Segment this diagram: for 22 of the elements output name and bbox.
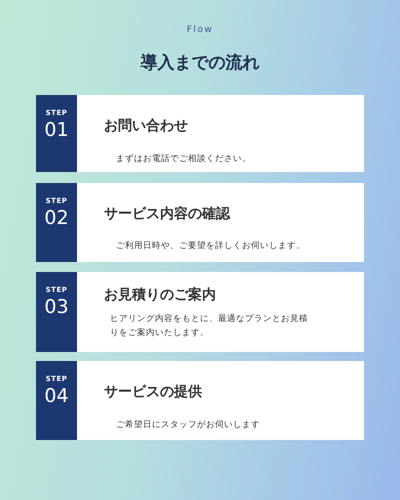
step-number: 01 <box>43 119 70 141</box>
step-card <box>36 272 364 352</box>
page-title: 導入までの流れ <box>140 52 260 74</box>
step-number: 03 <box>43 296 70 318</box>
step-description: ご希望日にスタッフがお伺いします <box>116 419 261 432</box>
step-badge <box>36 272 77 352</box>
step-heading: お見積りのご案内 <box>104 286 216 304</box>
step-number: 02 <box>43 207 70 229</box>
subtitle-text: Flow <box>186 25 214 35</box>
step-heading: お問い合わせ <box>104 117 188 135</box>
step-badge <box>36 95 77 172</box>
step-heading: サービスの提供 <box>104 383 202 401</box>
step-card <box>36 361 364 440</box>
step-badge <box>36 183 77 262</box>
step-heading: サービス内容の確認 <box>104 205 230 223</box>
step-badge <box>36 361 77 440</box>
step-card <box>36 95 364 172</box>
step-description: ヒアリング内容をもとに、最適なプランとお見積りをご案内いたします。 <box>110 312 309 340</box>
step-card <box>36 183 364 262</box>
step-number: 04 <box>43 385 70 407</box>
step-description: ご利用日時や、ご要望を詳しくお伺いします。 <box>116 240 306 253</box>
step-description: まずはお電話でご相談ください。 <box>116 153 252 166</box>
